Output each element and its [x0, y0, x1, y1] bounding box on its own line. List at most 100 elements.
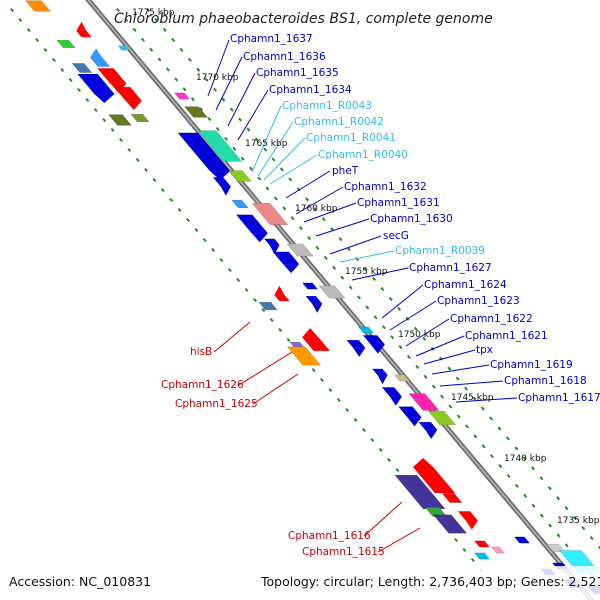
gene-label-cphamn1-1627[interactable]: Cphamn1_1627	[409, 262, 492, 274]
tick-mark	[124, 17, 129, 22]
gene-feature	[418, 421, 438, 431]
tick-mark	[531, 503, 536, 508]
gene-label-cphamn1-1637[interactable]: Cphamn1_1637	[230, 33, 313, 45]
tick-mark	[162, 27, 167, 32]
tick-mark	[68, 77, 73, 83]
gene-label-cphamn1-1630[interactable]: Cphamn1_1630	[370, 213, 453, 225]
tick-mark	[462, 547, 467, 553]
tick-mark	[332, 265, 337, 270]
gene-label-secg[interactable]: secG	[383, 230, 409, 242]
tick-mark	[372, 276, 376, 282]
leader-line	[351, 267, 409, 281]
gene-feature	[457, 511, 479, 521]
leader-line	[315, 218, 370, 237]
gene-label-tpx[interactable]: tpx	[476, 344, 493, 356]
gene-label-cphamn1-1619[interactable]: Cphamn1_1619	[490, 359, 573, 371]
tick-mark	[207, 117, 212, 122]
kbp-marker-1760[interactable]: 1760 kbp	[295, 204, 338, 214]
tick-mark	[506, 473, 511, 478]
tick-mark	[323, 255, 328, 260]
gene-label-cphamn1-1631[interactable]: Cphamn1_1631	[357, 197, 440, 209]
tick-mark	[523, 493, 528, 498]
gene-feature-arrowhead	[407, 417, 422, 427]
gene-label-cphamn1-1625[interactable]: Cphamn1_1625	[175, 398, 258, 410]
kbp-marker-1770[interactable]: 1770 kbp	[196, 73, 239, 83]
gene-label-cphamn1-1632[interactable]: Cphamn1_1632	[344, 181, 427, 193]
gene-label-hisb[interactable]: hisB	[190, 346, 212, 358]
gene-label-cphamn1-1621[interactable]: Cphamn1_1621	[465, 330, 548, 342]
kbp-marker-1765[interactable]: 1765 kbp	[245, 139, 288, 149]
tick-mark	[288, 177, 293, 182]
tick-mark	[157, 57, 162, 62]
gene-label-cphamn1-1635[interactable]: Cphamn1_1635	[256, 67, 339, 79]
leader-line	[285, 170, 331, 199]
gene-feature-arrowhead	[76, 21, 87, 31]
gene-feature-arrowhead	[269, 245, 280, 255]
tick-mark	[149, 47, 154, 52]
gene-label-cphamn1-1615[interactable]: Cphamn1_1615	[302, 546, 385, 558]
tick-mark	[77, 87, 81, 93]
tick-mark	[413, 326, 418, 331]
tick-mark	[464, 386, 469, 391]
kbp-marker-1750[interactable]: 1750 kbp	[398, 330, 441, 340]
gene-feature-arrowhead	[90, 48, 103, 58]
tick-mark	[282, 206, 287, 211]
leader-line	[339, 250, 395, 263]
tick-mark	[51, 57, 56, 63]
tick-mark	[187, 57, 192, 62]
tick-mark	[539, 513, 544, 518]
gene-label-cphamn1-1622[interactable]: Cphamn1_1622	[450, 313, 533, 325]
gene-label-cphamn1-1618[interactable]: Cphamn1_1618	[504, 375, 587, 387]
gene-feature-arrowhead	[125, 100, 142, 110]
tick-mark	[140, 37, 145, 42]
gene-label-cphamn1-1616[interactable]: Cphamn1_1616	[288, 530, 371, 542]
tick-mark	[257, 176, 262, 181]
genome-title: Chlorobium phaeobacteroides BS1, complet…	[114, 11, 493, 27]
tick-mark	[298, 226, 303, 231]
gene-label-phet[interactable]: pheT	[332, 165, 359, 177]
tick-mark	[254, 137, 259, 142]
tick-mark	[85, 97, 90, 103]
gene-feature	[362, 335, 386, 345]
gene-feature-arrowhead	[425, 429, 438, 439]
tick-mark	[338, 237, 343, 242]
gene-label-cphamn1-1636[interactable]: Cphamn1_1636	[243, 51, 326, 63]
gene-label-cphamn1-1624[interactable]: Cphamn1_1624	[424, 279, 507, 291]
tick-mark	[305, 197, 309, 202]
leader-line	[263, 137, 306, 181]
tick-mark	[179, 47, 184, 52]
gene-feature-arrowhead	[353, 347, 366, 357]
gene-label-cphamn1-r0040[interactable]: Cphamn1_R0040	[318, 149, 408, 161]
tick-mark	[236, 277, 241, 283]
gene-feature-arrowhead	[210, 171, 231, 181]
gene-label-cphamn1-1617[interactable]: Cphamn1_1617	[518, 392, 600, 404]
gene-label-cphamn1-r0039[interactable]: Cphamn1_R0039	[395, 245, 485, 257]
gene-label-cphamn1-r0041[interactable]: Cphamn1_R0041	[306, 132, 396, 144]
kbp-marker-1745[interactable]: 1745 kbp	[451, 393, 494, 403]
gene-label-cphamn1-r0043[interactable]: Cphamn1_R0043	[282, 100, 372, 112]
tick-mark	[390, 335, 395, 340]
kbp-marker-1735[interactable]: 1735 kbp	[557, 516, 600, 526]
tick-mark	[328, 387, 333, 393]
tick-mark	[361, 427, 366, 433]
gene-label-cphamn1-1626[interactable]: Cphamn1_1626	[161, 379, 244, 391]
leader-line	[207, 39, 230, 97]
tick-mark	[219, 257, 224, 263]
kbp-marker-1740[interactable]: 1740 kbp	[504, 454, 547, 464]
tick-mark	[204, 77, 209, 82]
kbp-marker-1755[interactable]: 1755 kbp	[345, 267, 388, 277]
gene-feature	[346, 339, 366, 349]
gene-label-cphamn1-1634[interactable]: Cphamn1_1634	[269, 84, 352, 96]
gene-feature-arrowhead	[283, 264, 300, 274]
tick-mark	[118, 137, 123, 143]
tick-mark	[357, 295, 361, 300]
genome-backbone	[85, 0, 595, 600]
tick-mark	[422, 336, 427, 341]
gene-label-cphamn1-r0042[interactable]: Cphamn1_R0042	[294, 116, 384, 128]
tick-mark	[165, 67, 170, 72]
tick-mark	[548, 523, 553, 528]
gene-label-cphamn1-1623[interactable]: Cphamn1_1623	[437, 295, 520, 307]
gene-feature	[212, 177, 232, 187]
gene-feature	[305, 295, 323, 305]
